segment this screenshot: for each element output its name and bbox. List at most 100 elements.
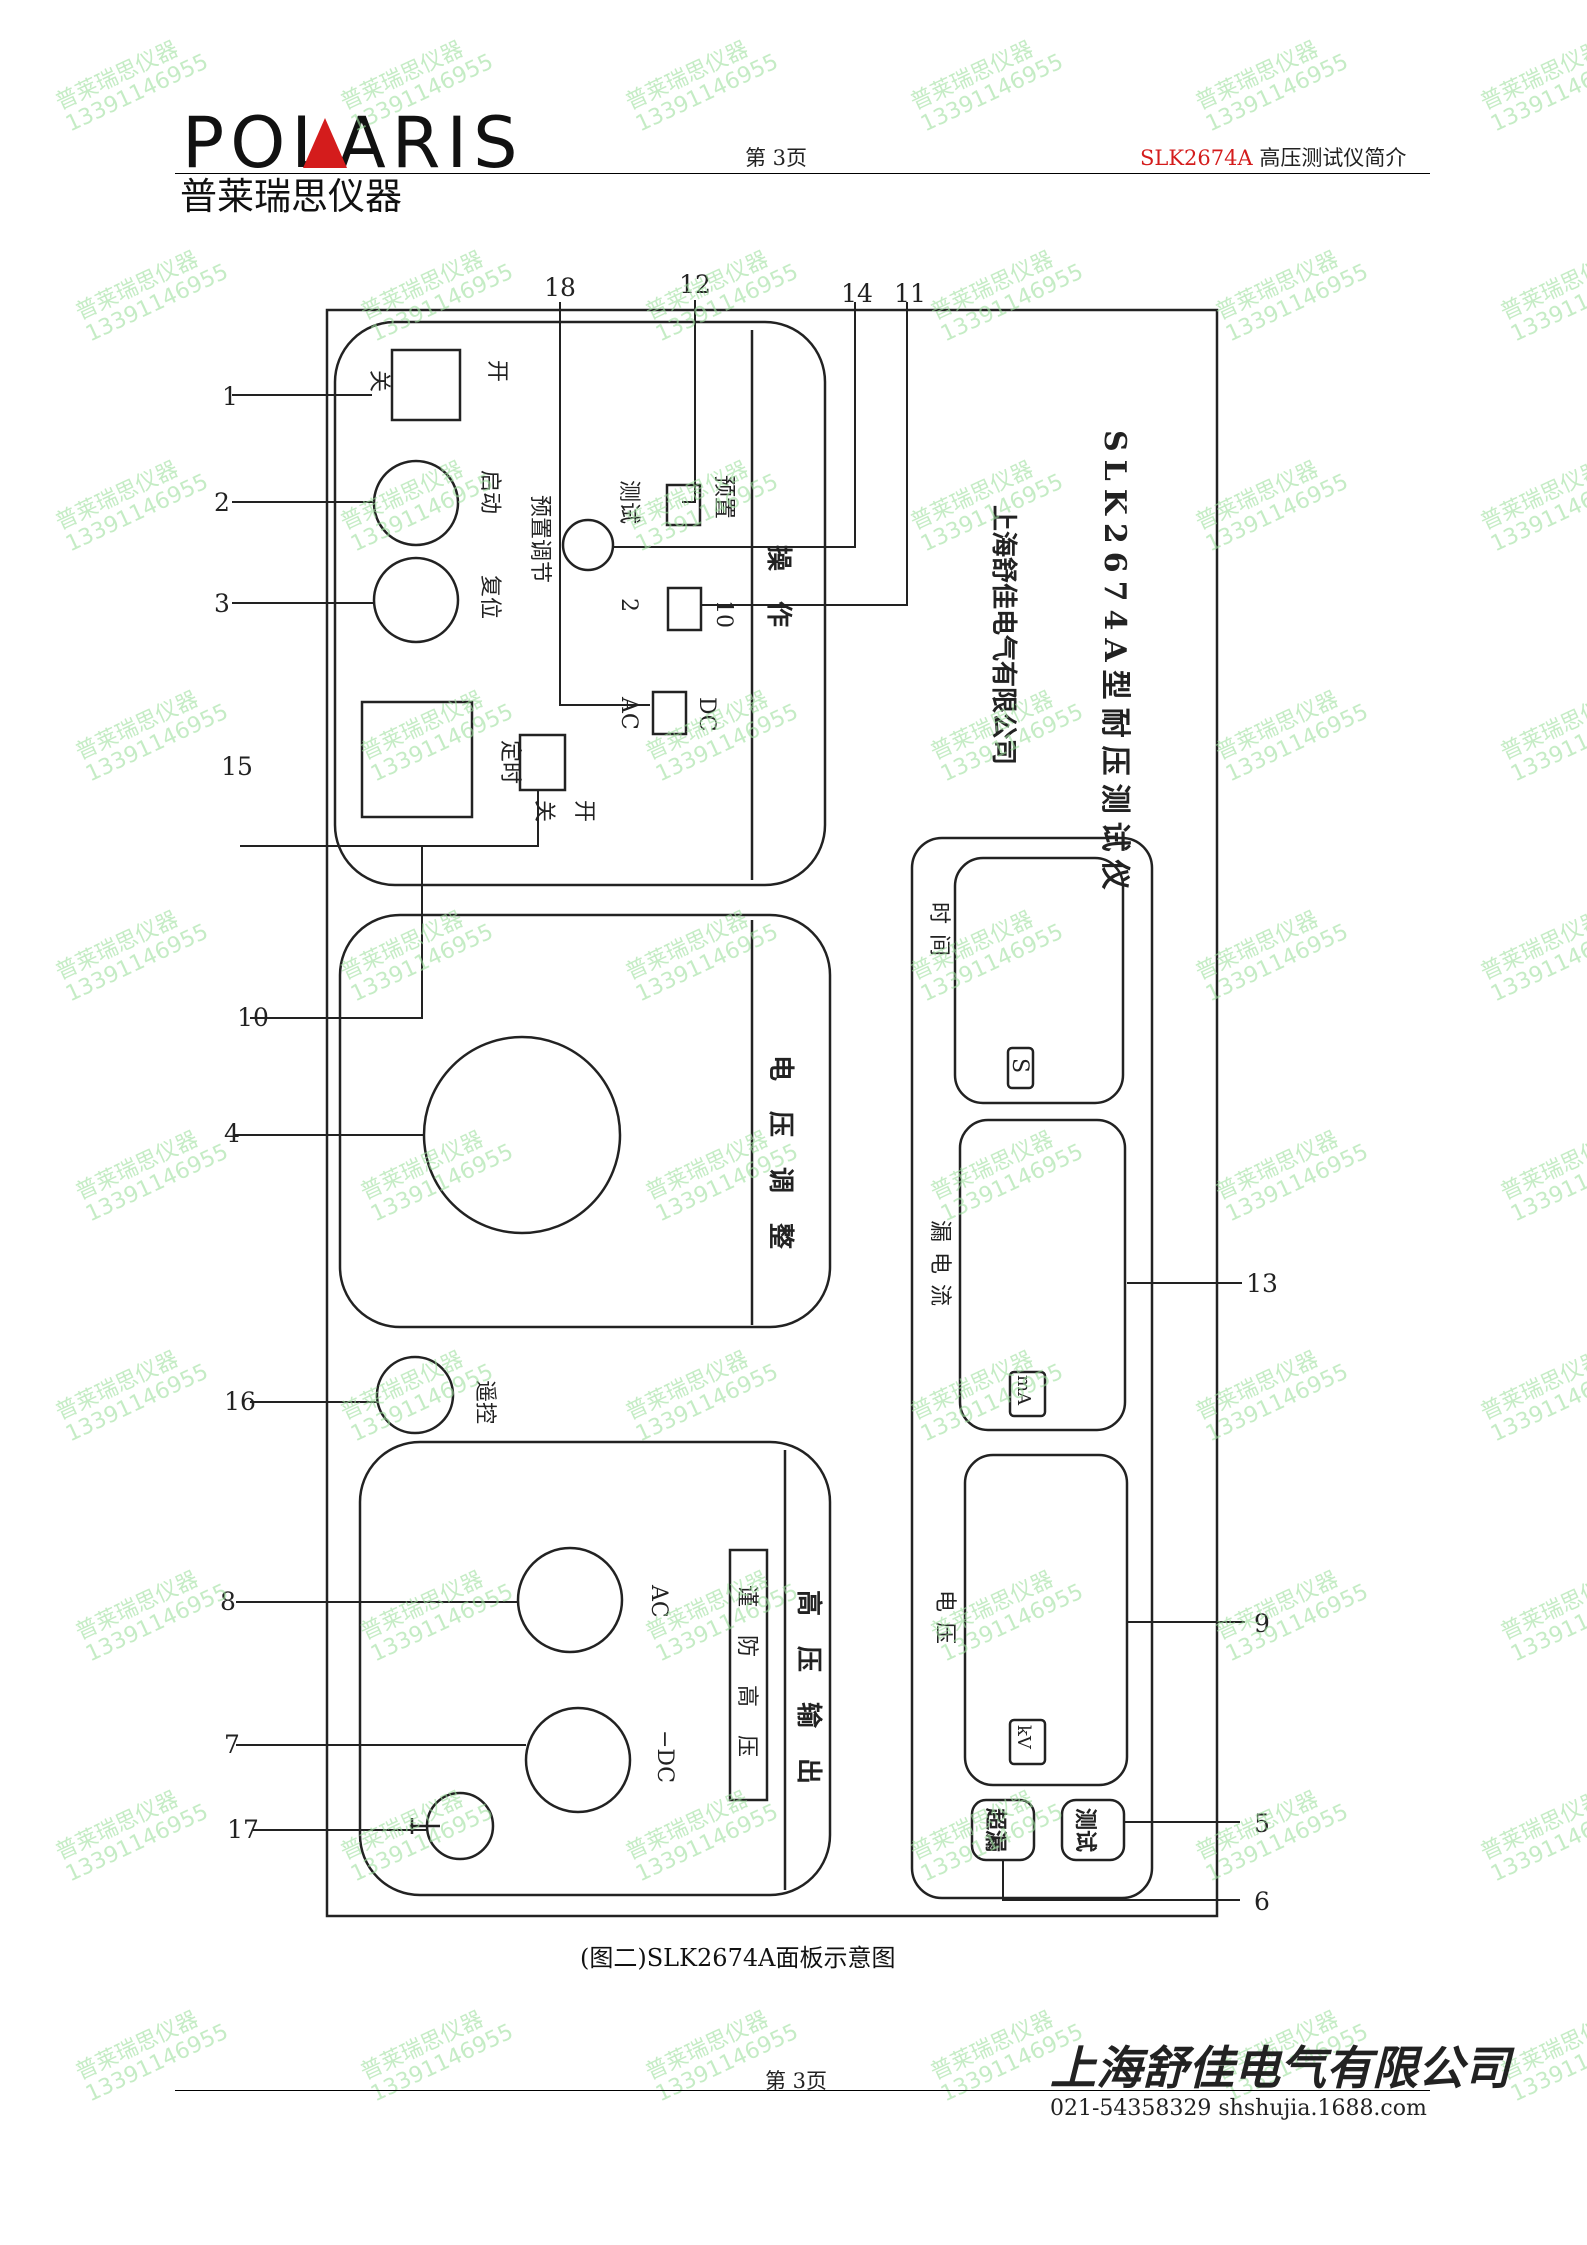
ac-output-label: AC (646, 1584, 671, 1618)
display-time (953, 856, 1125, 1105)
unit-s-box (1006, 1046, 1035, 1090)
unit-kv-label: kV (1013, 1725, 1034, 1750)
watermark-text: 普莱瑞思仪器13391146955 (52, 1338, 212, 1447)
watermark-text: 普莱瑞思仪器13391146955 (1477, 1338, 1587, 1447)
display-leak-label: 漏电流 (927, 1220, 952, 1316)
callout-4: 4 (224, 1119, 240, 1148)
callout-16: 16 (224, 1387, 256, 1416)
unit-kv-box (1008, 1718, 1047, 1766)
hv-warning-label: 谨防高压 (734, 1585, 759, 1785)
watermark-text: 普莱瑞思仪器13391146955 (1477, 898, 1587, 1007)
watermark-text: 普莱瑞思仪器13391146955 (337, 1338, 497, 1447)
callout-3: 3 (214, 589, 230, 618)
watermark-text: 普莱瑞思仪器13391146955 (642, 1558, 802, 1667)
callout-7: 7 (224, 1730, 240, 1759)
timer-label: 定时 (497, 740, 522, 784)
section-operation-label: 操作 (763, 545, 793, 657)
watermark-text: 普莱瑞思仪器13391146955 (907, 448, 1067, 557)
watermark-text: 普莱瑞思仪器13391146955 (72, 1118, 232, 1227)
remote-socket (375, 1355, 455, 1435)
timer-off-label: 关 (531, 800, 556, 822)
watermark-text: 普莱瑞思仪器13391146955 (52, 28, 212, 137)
header-page-number: 第 3页 (745, 146, 808, 170)
power-switch (390, 348, 462, 422)
watermark-text: 普莱瑞思仪器13391146955 (357, 678, 517, 787)
watermark-text: 普莱瑞思仪器13391146955 (642, 238, 802, 347)
reset-button (372, 556, 460, 644)
brand-logo-subtitle: 普莱瑞思仪器 (180, 175, 402, 218)
watermark-text: 普莱瑞思仪器13391146955 (927, 1118, 1087, 1227)
display-section-box (910, 836, 1154, 1900)
watermark-text: 普莱瑞思仪器13391146955 (907, 28, 1067, 137)
callout-11: 11 (894, 279, 926, 308)
watermark-text: 普莱瑞思仪器13391146955 (72, 238, 232, 347)
panel-vertical-title: SLK2674A型耐压测试仪 (1097, 430, 1132, 898)
watermark-text: 普莱瑞思仪器13391146955 (337, 448, 497, 557)
watermark-text: 普莱瑞思仪器13391146955 (927, 238, 1087, 347)
range-10-label: 10 (711, 600, 736, 628)
dc-output-terminal (524, 1706, 632, 1814)
preset-adjust-label: 预置调节 (527, 495, 552, 583)
callout-12: 12 (679, 270, 711, 299)
callout-5: 5 (1254, 1809, 1270, 1838)
preset-test-switch (665, 483, 702, 527)
footer-contact: 021-54358329 shshujia.1688.com (1050, 2096, 1427, 2121)
watermark-text: 普莱瑞思仪器13391146955 (1497, 1998, 1587, 2107)
voltage-adjust-knob (422, 1035, 622, 1235)
watermark-text: 普莱瑞思仪器13391146955 (52, 898, 212, 1007)
watermark-text: 普莱瑞思仪器13391146955 (52, 448, 212, 557)
watermark-text: 普莱瑞思仪器13391146955 (1497, 678, 1587, 787)
unit-ma-label: mA (1013, 1375, 1034, 1406)
footer-page-number: 第 3页 (765, 2069, 828, 2093)
callout-10: 10 (237, 1003, 269, 1032)
unit-s-label: S (1007, 1058, 1032, 1073)
panel-outer-frame (325, 308, 1219, 1918)
watermark-text: 普莱瑞思仪器13391146955 (622, 1338, 782, 1447)
watermark-text: 普莱瑞思仪器13391146955 (1212, 1118, 1372, 1227)
callout-18: 18 (544, 273, 576, 302)
indicator-test (1060, 1798, 1126, 1862)
callout-1: 1 (222, 382, 238, 411)
header-title-model: SLK2674A (1140, 146, 1253, 170)
watermark-text: 普莱瑞思仪器13391146955 (1497, 1558, 1587, 1667)
header-title: SLK2674A 高压测试仪简介 (1140, 142, 1406, 172)
power-off-label: 关 (366, 370, 391, 392)
brand-logo: POLARIS (182, 102, 524, 184)
dc-output-label: −DC (652, 1730, 677, 1783)
watermark-text: 普莱瑞思仪器13391146955 (642, 678, 802, 787)
watermark-text: 普莱瑞思仪器13391146955 (1212, 1558, 1372, 1667)
ac-label: AC (616, 696, 641, 730)
watermark-text: 普莱瑞思仪器13391146955 (622, 448, 782, 557)
display-leakage (958, 1118, 1127, 1432)
timer-on-label: 开 (571, 800, 596, 822)
watermark-text: 普莱瑞思仪器13391146955 (1212, 678, 1372, 787)
watermark-text: 普莱瑞思仪器13391146955 (357, 1558, 517, 1667)
indicator-test-label: 测试 (1072, 1808, 1098, 1852)
figure-caption: (图二)SLK2674A面板示意图 (580, 1944, 896, 1972)
start-label: 启动 (477, 470, 502, 514)
timer-display (360, 700, 474, 819)
watermark-text: 普莱瑞思仪器13391146955 (72, 678, 232, 787)
watermark-text: 普莱瑞思仪器13391146955 (1497, 1118, 1587, 1227)
ground-icon (410, 1818, 440, 1834)
footer-rule (175, 2090, 1430, 2091)
watermark-text: 普莱瑞思仪器13391146955 (622, 1778, 782, 1887)
voltage-adjust-section-box (338, 913, 832, 1329)
callout-6: 6 (1254, 1887, 1270, 1916)
footer-company-signature: 上海舒佳电气有限公司 (1050, 2041, 1510, 2095)
display-time-label: 时间 (926, 902, 951, 966)
watermark-text: 普莱瑞思仪器13391146955 (357, 238, 517, 347)
remote-label: 遥控 (472, 1380, 497, 1424)
watermark-text: 普莱瑞思仪器13391146955 (1477, 1778, 1587, 1887)
watermark-text: 普莱瑞思仪器13391146955 (52, 1778, 212, 1887)
range-switch (666, 586, 703, 632)
watermark-text: 普莱瑞思仪器13391146955 (337, 28, 497, 137)
watermark-text: 普莱瑞思仪器13391146955 (927, 1558, 1087, 1667)
logo-triangle-icon (303, 118, 347, 168)
unit-ma-box (1008, 1370, 1047, 1418)
watermark-text: 普莱瑞思仪器13391146955 (1477, 28, 1587, 137)
indicator-over-label: 超漏 (982, 1808, 1008, 1852)
callout-8: 8 (220, 1587, 236, 1616)
test-label: 测试 (616, 480, 641, 524)
